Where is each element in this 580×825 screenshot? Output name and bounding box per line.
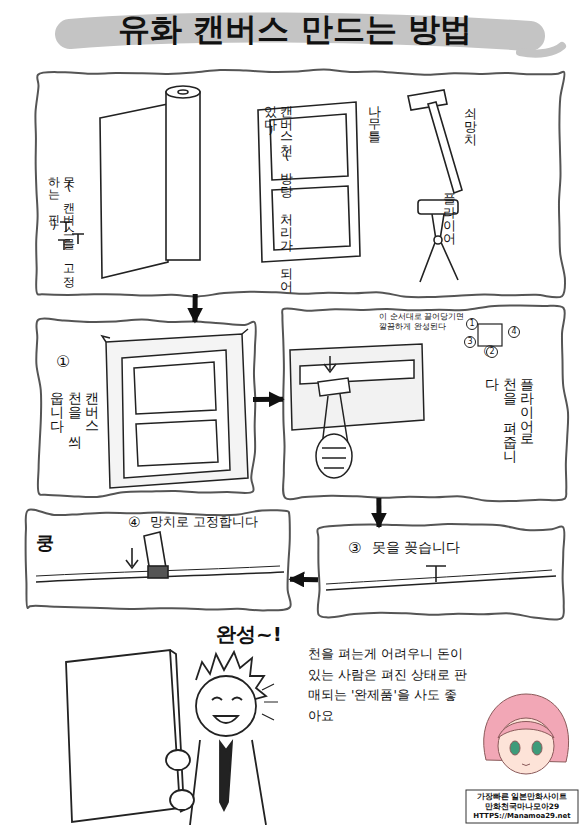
artist-with-canvas (170, 790, 194, 810)
canvas-roll (100, 86, 200, 278)
title-brush (520, 46, 562, 54)
step-panel: ④망치로 고정합니다쿵 (28, 512, 290, 608)
step-text: 완성~! (216, 622, 336, 647)
artist-with-canvas (196, 676, 256, 736)
canvas-roll (100, 104, 168, 278)
artist-with-canvas (190, 740, 266, 825)
artist-with-canvas (170, 650, 184, 812)
pliers-symbol (434, 236, 442, 244)
pliers-pulling (324, 356, 336, 372)
step-text: 캔버스 천을 씌웁니다 (48, 382, 101, 450)
step-number: ① (56, 352, 80, 372)
canvas-roll (178, 90, 188, 94)
hammer-strike (36, 532, 284, 582)
watermark-mascot (498, 722, 554, 739)
artist-with-canvas (66, 650, 278, 825)
step-text: 망치로 고정합니다 (150, 514, 280, 530)
nail-in-frame (426, 566, 446, 582)
material-label: 캔버스천(방탕 처리가 되어있다) (262, 96, 295, 286)
hammer-symbol (408, 90, 447, 110)
cloth-over-frame (136, 420, 218, 466)
step-text: 플라이어로 천을 펴줍니다 (483, 368, 536, 464)
watermark-mascot (466, 790, 578, 823)
panel-outline (317, 524, 564, 620)
step-panel: ① 캔버스 천을 씌웁니다 (38, 322, 253, 494)
nail-in-frame (326, 576, 556, 590)
pliers-pulling (322, 448, 346, 468)
step-text: 못을 꽂습니다 (372, 539, 492, 557)
hammer-symbol (428, 102, 462, 193)
cloth-over-frame (134, 362, 216, 414)
panel-outline (38, 72, 562, 294)
pliers-pulling (290, 344, 424, 478)
order-number: 3 (464, 336, 476, 348)
step-text: 쿵 (36, 532, 70, 555)
flow-arrow (192, 294, 197, 322)
step-number: ③ (348, 539, 372, 558)
cloth-over-frame (122, 350, 230, 478)
canvas-roll (166, 86, 200, 98)
panel-outline (26, 509, 291, 610)
step-panel: ③못을 꽂습니다 (318, 527, 562, 615)
step-text: 천을 펴는게 어려우니 돈이 있는 사람은 펴진 상태로 판매되는 '완제품'을… (308, 644, 468, 727)
result-panel: 완성~!천을 펴는게 어려우니 돈이 있는 사람은 펴진 상태로 판매되는 '완… (20, 622, 460, 822)
watermark: HTTPS://Manamoa29.net (468, 812, 576, 820)
watermark: 만화천국마나모아29 (468, 802, 576, 811)
pliers-pulling (290, 344, 424, 430)
flow-arrow (376, 498, 381, 527)
watermark-mascot (510, 741, 520, 755)
step-panel: 캔버스천(방탕 처리가 되어있다) 나무틀 쇠망치플라이어 못(캔버스를 고정하는 핀… (38, 72, 562, 294)
artist-with-canvas (214, 716, 238, 723)
pliers-pulling (316, 434, 352, 478)
pliers-pulling (318, 378, 350, 396)
page-title: 유화 캔버스 만드는 방법 (60, 10, 530, 48)
order-number: 4 (508, 326, 520, 338)
cloth-over-frame (102, 329, 248, 488)
hammer-strike (126, 548, 138, 568)
cloth-over-frame (106, 334, 248, 488)
step-text: 이 순서대로 끌어당기면 깔끔하게 완성된다 (379, 312, 465, 332)
artist-with-canvas (262, 684, 278, 720)
flow-arrow (290, 577, 318, 583)
panel-outline (282, 305, 568, 501)
flow-arrow (253, 397, 283, 402)
material-label: 나무틀 (366, 96, 382, 176)
nail-in-frame (326, 570, 552, 584)
step-panel: ②플라이어로 천을 펴줍니다이 순서대로 끌어당기면 깔끔하게 완성된다 (283, 308, 565, 498)
hammer-symbol (408, 90, 462, 193)
watermark-mascot (466, 694, 578, 823)
material-label: 플라이어 (441, 184, 457, 284)
panel-outline (36, 318, 256, 497)
step-number: ④ (128, 514, 152, 532)
order-number: 1 (466, 318, 478, 330)
nail-in-frame (326, 566, 556, 590)
artist-with-canvas (66, 650, 180, 822)
material-label: 쇠망치 (462, 98, 478, 178)
panel-outline (35, 70, 565, 298)
order-number: 2 (486, 346, 498, 358)
watermark-mascot (522, 764, 530, 766)
material-label: 못(캔버스를 고정하는 핀) (46, 168, 76, 286)
watermark-mascot (498, 718, 554, 774)
artist-with-canvas (166, 750, 190, 770)
artist-with-canvas (220, 742, 232, 810)
watermark: 가장빠른 일본만화사이트 (468, 792, 576, 801)
pliers-pulling (300, 360, 414, 384)
cloth-over-frame (102, 329, 248, 342)
canvas-roll (166, 92, 200, 260)
artist-with-canvas (212, 698, 242, 701)
watermark-mascot (532, 741, 542, 755)
hammer-strike (148, 566, 168, 578)
